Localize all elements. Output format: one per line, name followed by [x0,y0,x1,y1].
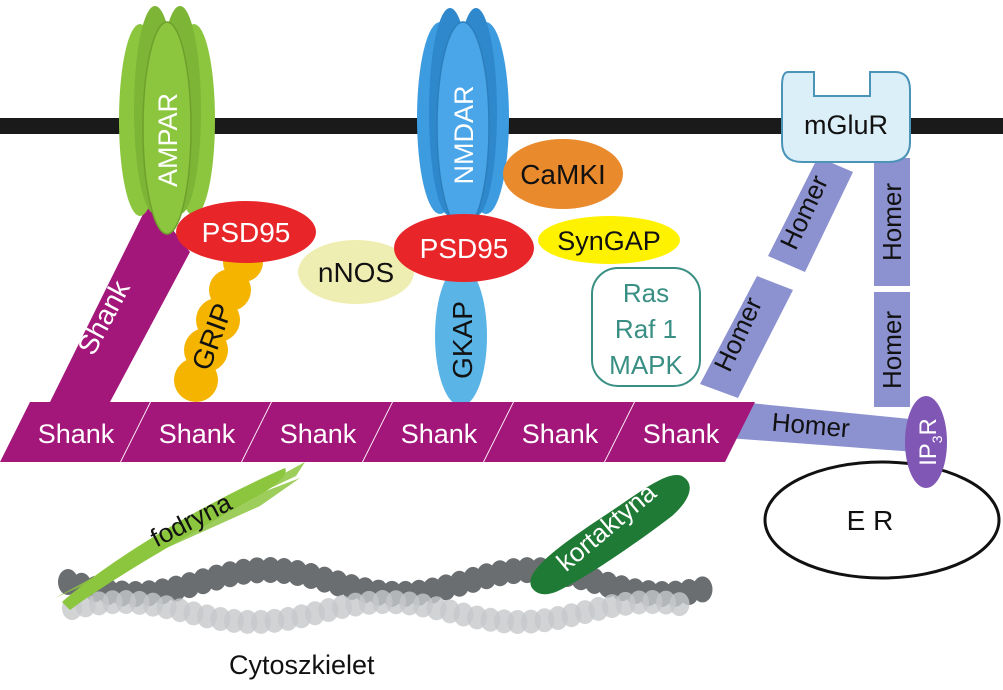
shank-segment-label: Shank [643,419,720,449]
ras-raf-mapk-complex: Ras Raf 1 MAPK [591,267,701,387]
camki-label: CaMKI [520,159,606,190]
er-label: E R [847,505,894,536]
ras-label: Ras [623,278,669,308]
psd95-left: PSD95 [176,201,316,263]
gkap-protein: GKAP [435,266,487,406]
nnos-label: nNOS [318,257,394,288]
mglur-receptor: mGluR [781,71,911,163]
homer-right-lower-label: Homer [877,311,907,389]
actin-monomer [692,576,713,603]
shank-segment: Shank [121,402,271,462]
camki-protein: CaMKI [503,139,623,209]
ip3r-label: IP3R [915,418,945,466]
shank-segment: Shank [0,402,150,462]
psd95-center-label: PSD95 [420,233,509,264]
raf1-label: Raf 1 [615,314,677,344]
shank-segment: Shank [484,402,634,462]
grip-protein: GRIP [174,242,263,402]
ampar-label: AMPAR [153,93,183,187]
actin-monomer-faded [669,592,690,617]
shank-segment-label: Shank [401,419,478,449]
homer-right-upper-label: Homer [877,183,907,261]
shank-segment: Shank [242,402,392,462]
homer-chain-right: Homer Homer [874,158,910,407]
cytoskeleton-label: Cytoszkielet [229,650,375,680]
mglur-label: mGluR [804,110,888,140]
shank-segment-label: Shank [159,419,236,449]
mapk-label: MAPK [609,350,683,380]
homer-horizontal-label: Homer [771,407,852,444]
shank-row: Shank Shank Shank Shank Shank Shank [0,402,755,462]
ip3r-receptor: IP3R [905,396,947,488]
cytoskeleton-filament [58,557,713,634]
gkap-label: GKAP [447,301,478,379]
syngap-protein: SynGAP [538,216,680,264]
psd95-center: PSD95 [394,214,534,282]
nmdar-label: NMDAR [449,86,479,185]
shank-segment: Shank [363,402,513,462]
shank-segment-label: Shank [522,419,599,449]
syngap-label: SynGAP [557,226,661,256]
fodryna-label: fodryna [145,487,236,553]
shank-segment: Shank [605,402,755,462]
homer-chain-left: Homer Homer [700,157,853,398]
endoplasmic-reticulum: E R [763,460,1001,580]
nnos-protein: nNOS [298,240,414,304]
shank-segment-label: Shank [38,419,115,449]
psd95-left-label: PSD95 [202,217,291,248]
homer-horizontal: Homer [728,402,920,452]
nmdar-receptor: NMDAR [417,8,509,231]
ampar-receptor: AMPAR [119,6,215,235]
shank-segment-label: Shank [280,419,357,449]
